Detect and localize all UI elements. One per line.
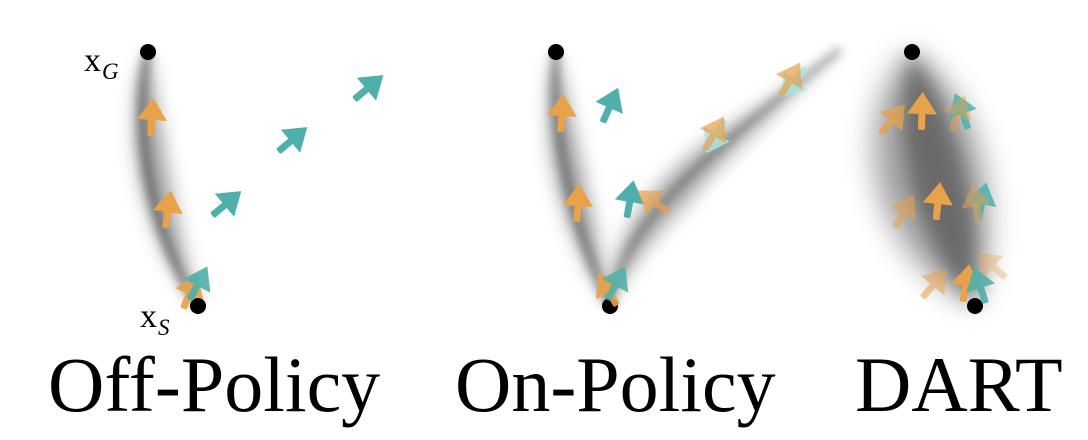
off-policy-distribution <box>135 51 201 307</box>
dart-distribution <box>872 52 990 305</box>
on-policy-distribution-right <box>607 48 842 306</box>
goal-point <box>904 44 920 60</box>
start-label-subscript: S <box>158 315 170 340</box>
robot-arrow <box>588 81 632 129</box>
start-point <box>190 298 206 314</box>
on-policy-distribution-left <box>548 51 613 307</box>
on-policy-panel <box>545 44 842 314</box>
start-label: xS <box>140 298 170 340</box>
off-policy-panel <box>135 44 393 315</box>
start-point <box>967 298 983 314</box>
goal-point <box>140 44 156 60</box>
caption-on-policy: On-Policy <box>455 341 776 428</box>
goal-label: xG <box>84 42 119 84</box>
robot-arrow <box>344 63 393 112</box>
dart-panel <box>868 44 1016 314</box>
caption-dart: DART <box>855 341 1063 428</box>
caption-off-policy: Off-Policy <box>48 341 381 428</box>
goal-label-subscript: G <box>102 59 119 84</box>
robot-arrow <box>202 179 251 228</box>
goal-point <box>548 44 564 60</box>
robot-arrow <box>268 115 317 164</box>
